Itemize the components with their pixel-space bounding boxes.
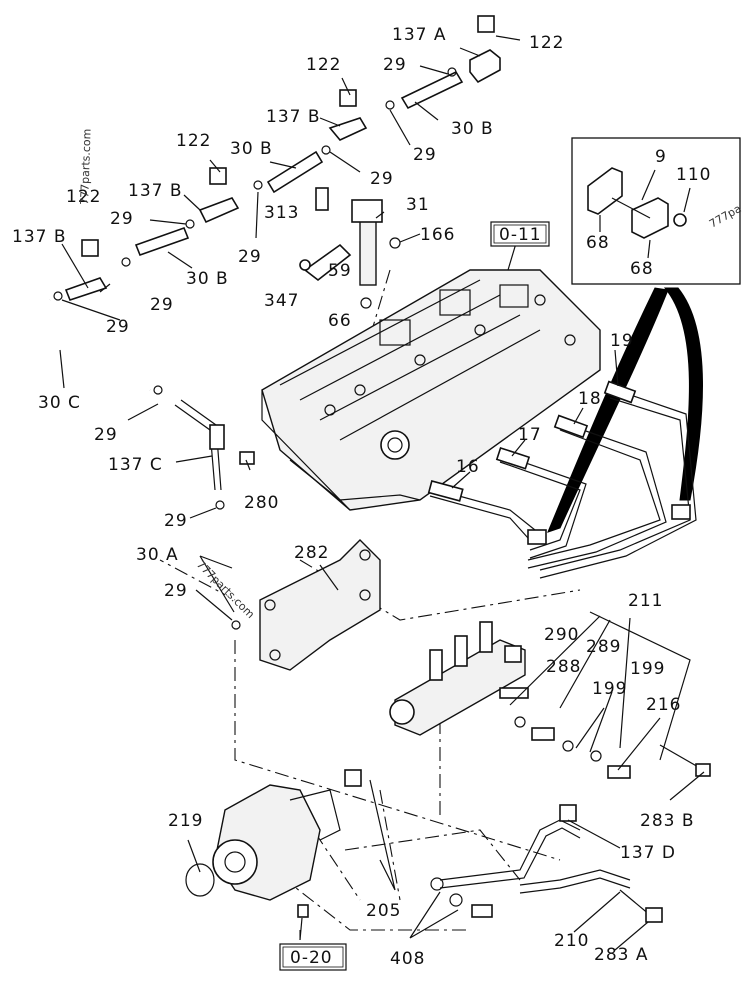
callout-29: 29 <box>110 209 134 229</box>
supply-pump <box>185 769 362 918</box>
callout-408: 408 <box>390 949 425 969</box>
detail-pointer <box>547 287 703 533</box>
callout-59: 59 <box>328 261 352 281</box>
callout-labels: 122 137 A 29 122 137 B 30 B 29 122 30 B … <box>12 25 711 969</box>
callout-29: 29 <box>164 581 188 601</box>
callout-347: 347 <box>264 291 299 311</box>
callout-313: 313 <box>264 203 299 223</box>
watermark-text: 777parts.com <box>78 128 94 205</box>
callout-283-b: 283 B <box>640 811 695 831</box>
callout-210: 210 <box>554 931 589 951</box>
injector-assembly <box>299 187 401 309</box>
callout-29: 29 <box>413 145 437 165</box>
callout-29: 29 <box>383 55 407 75</box>
callout-137-b: 137 B <box>266 107 321 127</box>
reference-boxes: 0-11 0-20 <box>279 221 550 971</box>
callout-122: 122 <box>529 33 564 53</box>
bracket <box>259 539 381 671</box>
common-rail <box>389 621 711 779</box>
callout-66: 66 <box>328 311 352 331</box>
callout-122: 122 <box>176 131 211 151</box>
callout-216: 216 <box>646 695 681 715</box>
callout-289: 289 <box>586 637 621 657</box>
callout-166: 166 <box>420 225 455 245</box>
leader-lines <box>59 35 705 951</box>
feed-pipes <box>430 804 663 923</box>
callout-137-d: 137 D <box>620 843 676 863</box>
callout-29: 29 <box>238 247 262 267</box>
callout-30-a: 30 A <box>136 545 179 565</box>
callout-290: 290 <box>544 625 579 645</box>
callout-211: 211 <box>628 591 663 611</box>
callout-137-c: 137 C <box>108 455 163 475</box>
callout-29: 29 <box>94 425 118 445</box>
callout-137-a: 137 A <box>392 25 446 45</box>
callout-205: 205 <box>366 901 401 921</box>
callout-18: 18 <box>578 389 602 409</box>
callout-30-b: 30 B <box>230 139 273 159</box>
callout-137-b: 137 B <box>12 227 67 247</box>
callout-30-b: 30 B <box>186 269 229 289</box>
callout-219: 219 <box>168 811 203 831</box>
callout-110: 110 <box>676 165 711 185</box>
callout-68: 68 <box>630 259 654 279</box>
clamp-detail-box <box>571 137 741 285</box>
callout-137-b: 137 B <box>128 181 183 201</box>
callout-29: 29 <box>370 169 394 189</box>
callout-16: 16 <box>456 457 480 477</box>
callout-122: 122 <box>306 55 341 75</box>
injection-pipes <box>427 380 697 579</box>
ref-label-0-11: 0-11 <box>499 225 542 245</box>
callout-19: 19 <box>610 331 634 351</box>
callout-31: 31 <box>406 195 430 215</box>
callout-122: 122 <box>66 187 101 207</box>
callout-199: 199 <box>592 679 627 699</box>
callout-29: 29 <box>150 295 174 315</box>
callout-288: 288 <box>546 657 581 677</box>
callout-9: 9 <box>655 147 667 167</box>
callout-30-b: 30 B <box>451 119 494 139</box>
callout-30-c: 30 C <box>38 393 81 413</box>
ref-label-0-20: 0-20 <box>290 948 333 968</box>
callout-17: 17 <box>518 425 542 445</box>
callout-280: 280 <box>244 493 279 513</box>
callout-68: 68 <box>586 233 610 253</box>
callout-29: 29 <box>164 511 188 531</box>
cylinder-head <box>261 229 601 511</box>
callout-29: 29 <box>106 317 130 337</box>
callout-283-a: 283 A <box>594 945 648 965</box>
ref-box-0-11 <box>490 221 550 247</box>
ref-box-0-20 <box>279 943 347 971</box>
callout-199: 199 <box>630 659 665 679</box>
leak-off-hoses <box>15 15 501 630</box>
callout-282: 282 <box>294 543 329 563</box>
